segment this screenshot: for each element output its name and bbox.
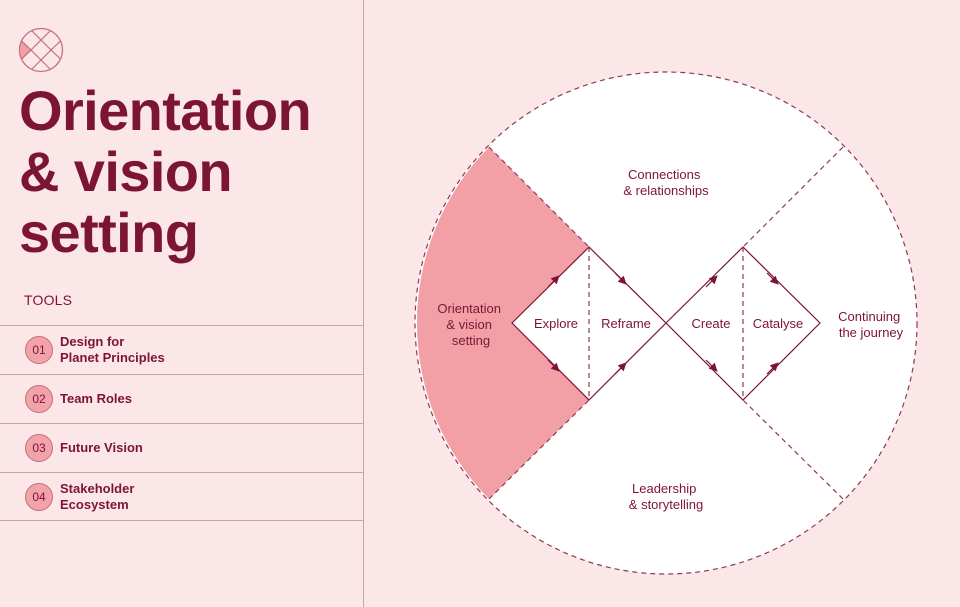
section-label-bottom: Leadership & storytelling	[629, 481, 703, 512]
stage-label-create: Create	[691, 316, 730, 331]
tool-label: Future Vision	[60, 440, 143, 455]
tool-number-badge: 03	[25, 434, 53, 462]
tool-number-badge: 01	[25, 336, 53, 364]
tools-heading: TOOLS	[24, 292, 73, 308]
tool-list: 01 Design for Planet Principles 02 Team …	[0, 325, 364, 521]
tool-label: Stakeholder Ecosystem	[60, 480, 135, 512]
tool-label: Design for Planet Principles	[60, 334, 165, 365]
stage-label-catalyse: Catalyse	[753, 316, 804, 331]
section-label-top: Connections & relationships	[623, 167, 709, 198]
process-diagram: Connections & relationships Orientation …	[414, 71, 918, 575]
title-line-1: Orientation	[19, 79, 312, 142]
tool-item-design-for-planet-principles[interactable]: 01 Design for Planet Principles	[0, 325, 364, 374]
flow-arrows	[547, 272, 779, 375]
title-line-2: & vision	[19, 140, 233, 203]
title-line-3: setting	[19, 201, 199, 264]
tool-number-badge: 04	[25, 482, 53, 511]
tool-item-future-vision[interactable]: 03 Future Vision	[0, 423, 364, 472]
sidebar: Orientation & vision setting TOOLS 01 De…	[0, 0, 364, 607]
tool-label: Team Roles	[60, 391, 133, 406]
section-label-right: Continuing the journey	[838, 309, 904, 340]
tool-number-badge: 02	[25, 385, 53, 413]
page-title: Orientation & vision setting	[19, 80, 359, 263]
orientation-sector[interactable]	[416, 147, 589, 499]
logo-icon	[18, 27, 64, 73]
circle-outline	[414, 71, 918, 575]
tool-item-stakeholder-ecosystem[interactable]: 04 Stakeholder Ecosystem	[0, 472, 364, 521]
stage-label-reframe: Reframe	[601, 316, 651, 331]
tool-item-team-roles[interactable]: 02 Team Roles	[0, 374, 364, 423]
section-label-left: Orientation & vision setting	[437, 301, 504, 348]
stage-label-explore: Explore	[534, 316, 578, 331]
